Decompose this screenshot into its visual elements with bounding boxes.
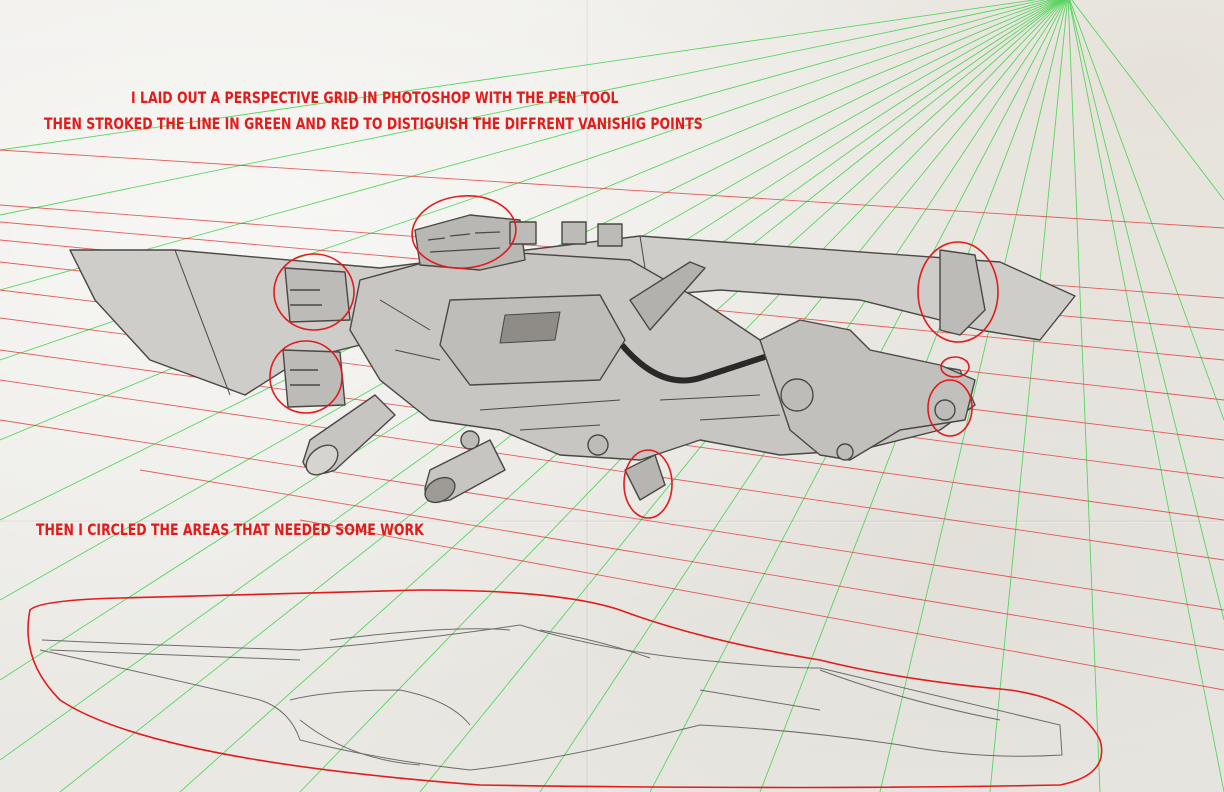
lower-rough-sketch [39, 624, 1063, 771]
tail-fin [939, 249, 986, 336]
green-grid-line [879, 0, 1068, 792]
red-grid-line [0, 419, 1224, 611]
exhaust-nozzle-right [624, 454, 666, 501]
circle-lower-sketch [27, 589, 1103, 789]
circle-left-fin-upper [273, 253, 355, 331]
green-grid-line [0, 0, 1052, 291]
annotation-circled-areas: THEN I CIRCLED THE AREAS THAT NEEDED SOM… [36, 520, 424, 539]
hose [619, 343, 781, 384]
red-grid-line [0, 379, 1224, 561]
rear-machinery [759, 319, 976, 461]
green-grid-line [1067, 0, 1101, 792]
circle-engine [411, 195, 517, 269]
red-markup-circles [27, 195, 1103, 789]
annotation-grid-method: I LAID OUT A PERSPECTIVE GRID IN PHOTOSH… [131, 88, 619, 107]
green-grid-line [1068, 0, 1224, 792]
circle-tail-fin [917, 241, 999, 343]
circle-rear-bolt [927, 379, 973, 437]
red-grid-line [139, 469, 1224, 651]
green-grid-line [1068, 0, 1224, 621]
circle-small-rear [940, 356, 970, 378]
left-fin-upper [284, 267, 351, 323]
canopy [629, 261, 706, 331]
circle-left-fin-lower [269, 340, 343, 414]
intake-box-2 [561, 221, 587, 245]
left-fin-lower [282, 349, 346, 408]
circle-exhaust-nozzle [623, 449, 673, 519]
engine-block [414, 214, 526, 271]
annotation-grid-colors: THEN STROKED THE LINE IN GREEN AND RED T… [44, 114, 703, 133]
red-grid-line [0, 149, 1224, 229]
green-grid-line [0, 0, 1037, 151]
intake-box-3 [597, 223, 623, 247]
green-grid-line [989, 0, 1068, 792]
vehicle-sketch [69, 214, 1076, 504]
green-grid-line [1069, 0, 1224, 421]
green-grid-line [1071, 0, 1224, 201]
red-grid-line [299, 519, 1224, 691]
green-grid-line [0, 0, 1046, 216]
paper-fold-horizontal [0, 520, 1224, 523]
